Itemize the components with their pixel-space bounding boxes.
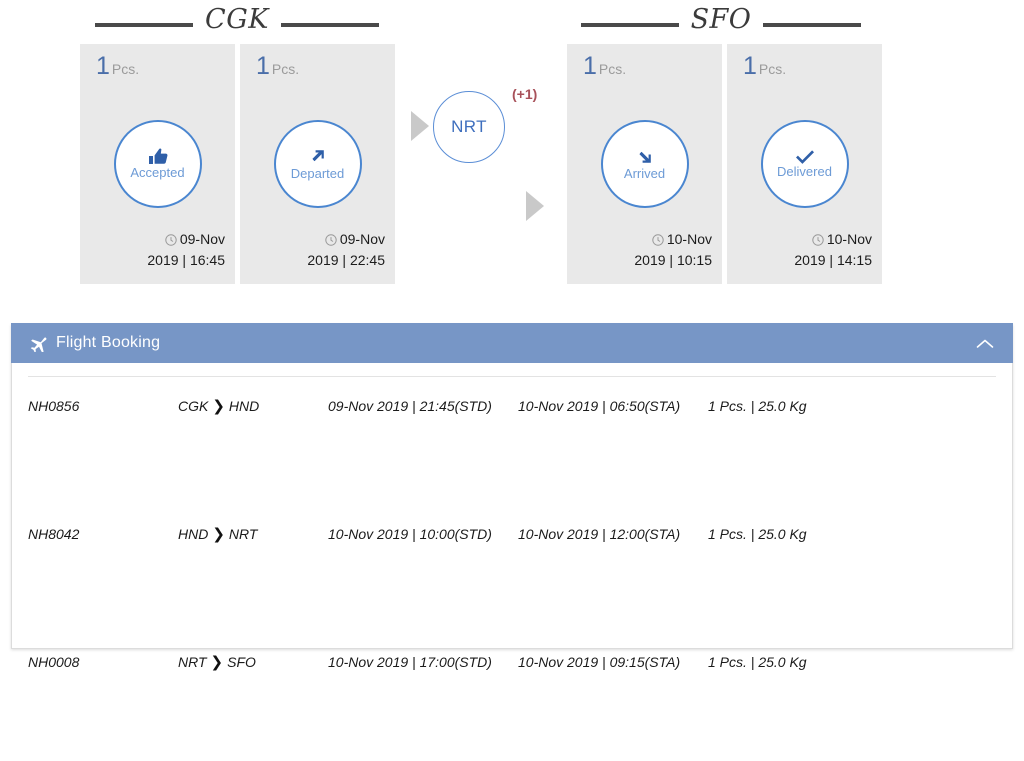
destination-station-header: SFO bbox=[556, 3, 886, 35]
pieces-count: 1 Pcs. bbox=[256, 52, 300, 80]
milestone-date: 09-Nov bbox=[179, 231, 225, 248]
status-label: Delivered bbox=[777, 164, 832, 180]
route-origin: CGK bbox=[178, 398, 209, 414]
table-row[interactable]: NH8042 HND❯NRT 10-Nov 2019 | 10:00(STD) … bbox=[28, 505, 996, 633]
pieces-count: 1 Pcs. bbox=[96, 52, 140, 80]
thumbs-up-icon bbox=[148, 148, 168, 165]
flight-route: HND❯NRT bbox=[178, 505, 328, 633]
scheduled-departure: 10-Nov 2019 | 10:00(STD) bbox=[328, 526, 492, 542]
chevron-right-icon: ❯ bbox=[210, 654, 224, 671]
scheduled-departure: 09-Nov 2019 | 21:45(STD) bbox=[328, 398, 492, 414]
route-destination: HND bbox=[228, 398, 260, 414]
milestone-time: 2019 | 14:15 bbox=[794, 252, 872, 269]
scheduled-departure: 10-Nov 2019 | 17:00(STD) bbox=[328, 654, 492, 670]
origin-station-code: CGK bbox=[205, 3, 269, 35]
rule-line-icon bbox=[763, 23, 862, 27]
milestone-timestamp: 09-Nov 2019 | 16:45 bbox=[80, 230, 225, 270]
pieces-weight: 1 Pcs. | 25.0 Kg bbox=[708, 526, 807, 542]
flow-arrow-icon bbox=[526, 191, 544, 221]
milestone-date: 10-Nov bbox=[666, 231, 712, 248]
status-badge-accepted: Accepted bbox=[113, 120, 202, 208]
status-label: Accepted bbox=[130, 164, 185, 180]
destination-station-code: SFO bbox=[690, 3, 752, 35]
scheduled-arrival: 10-Nov 2019 | 06:50(STA) bbox=[518, 398, 681, 414]
status-label: Arrived bbox=[623, 165, 666, 181]
flight-number: NH0008 bbox=[28, 654, 80, 670]
pieces-weight: 1 Pcs. | 25.0 Kg bbox=[708, 654, 807, 670]
rule-line-icon bbox=[95, 23, 194, 27]
flight-route: CGK❯HND bbox=[178, 377, 328, 506]
milestone-card-departed[interactable]: 1 Pcs. Departed 09-Nov 2019 | 22:45 bbox=[240, 44, 395, 284]
milestone-date: 09-Nov bbox=[339, 231, 385, 248]
chevron-up-icon[interactable] bbox=[975, 334, 995, 354]
arrow-down-right-icon bbox=[635, 147, 654, 166]
milestone-card-delivered[interactable]: 1 Pcs. Delivered 10-Nov 2019 | 14:15 bbox=[727, 44, 882, 284]
transfer-extra-count: (+1) bbox=[512, 86, 538, 102]
scheduled-arrival: 10-Nov 2019 | 12:00(STA) bbox=[518, 526, 681, 542]
flight-booking-body: NH0856 CGK❯HND 09-Nov 2019 | 21:45(STD) … bbox=[12, 364, 1012, 671]
transfer-station-code: NRT bbox=[451, 117, 487, 136]
flight-booking-title: Flight Booking bbox=[56, 334, 161, 351]
milestone-time: 2019 | 16:45 bbox=[147, 252, 225, 269]
status-label: Departed bbox=[290, 165, 345, 181]
pieces-weight: 1 Pcs. | 25.0 Kg bbox=[708, 398, 807, 414]
milestone-timestamp: 10-Nov 2019 | 10:15 bbox=[567, 230, 712, 270]
chevron-right-icon: ❯ bbox=[212, 398, 225, 415]
airplane-icon bbox=[28, 335, 47, 352]
milestone-time: 2019 | 22:45 bbox=[307, 252, 385, 269]
shipment-tracking-section: CGK SFO 1 Pcs. Accepted 09-Nov 2019 | 16… bbox=[0, 0, 1024, 300]
chevron-right-icon: ❯ bbox=[212, 526, 225, 543]
milestone-card-arrived[interactable]: 1 Pcs. Arrived 10-Nov 2019 | 10:15 bbox=[567, 44, 722, 284]
clock-icon bbox=[812, 232, 824, 251]
milestone-timestamp: 09-Nov 2019 | 22:45 bbox=[240, 230, 385, 270]
route-origin: NRT bbox=[178, 654, 207, 670]
status-badge-departed: Departed bbox=[273, 120, 362, 208]
clock-icon bbox=[652, 232, 664, 251]
route-origin: HND bbox=[178, 526, 209, 542]
scheduled-arrival: 10-Nov 2019 | 09:15(STA) bbox=[518, 654, 681, 670]
table-row[interactable]: NH0008 NRT❯SFO 10-Nov 2019 | 17:00(STD) … bbox=[28, 633, 996, 761]
flight-number: NH0856 bbox=[28, 398, 80, 414]
flight-number: NH8042 bbox=[28, 526, 80, 542]
status-badge-arrived: Arrived bbox=[600, 120, 689, 208]
milestone-time: 2019 | 10:15 bbox=[634, 252, 712, 269]
pieces-count: 1 Pcs. bbox=[583, 52, 627, 80]
rule-line-icon bbox=[580, 23, 679, 27]
milestone-timestamp: 10-Nov 2019 | 14:15 bbox=[727, 230, 872, 270]
clock-icon bbox=[165, 232, 177, 251]
flow-arrow-icon bbox=[411, 111, 429, 141]
route-destination: SFO bbox=[227, 654, 256, 670]
milestone-date: 10-Nov bbox=[826, 231, 872, 248]
table-row[interactable]: NH0856 CGK❯HND 09-Nov 2019 | 21:45(STD) … bbox=[28, 377, 996, 506]
clock-icon bbox=[325, 232, 337, 251]
route-destination: NRT bbox=[228, 526, 258, 542]
status-badge-delivered: Delivered bbox=[760, 120, 849, 208]
arrow-up-right-icon bbox=[308, 147, 327, 166]
rule-line-icon bbox=[280, 23, 379, 27]
flight-route: NRT❯SFO bbox=[178, 633, 328, 761]
transfer-station-node[interactable]: NRT bbox=[433, 91, 505, 163]
pieces-count: 1 Pcs. bbox=[743, 52, 787, 80]
check-icon bbox=[795, 148, 815, 165]
flight-booking-panel: Flight Booking NH0856 CGK❯HND 09-Nov 201… bbox=[11, 323, 1013, 671]
flight-booking-header[interactable]: Flight Booking bbox=[11, 323, 1013, 363]
flight-booking-table: NH0856 CGK❯HND 09-Nov 2019 | 21:45(STD) … bbox=[28, 376, 996, 761]
milestone-card-accepted[interactable]: 1 Pcs. Accepted 09-Nov 2019 | 16:45 bbox=[80, 44, 235, 284]
origin-station-header: CGK bbox=[72, 3, 402, 35]
